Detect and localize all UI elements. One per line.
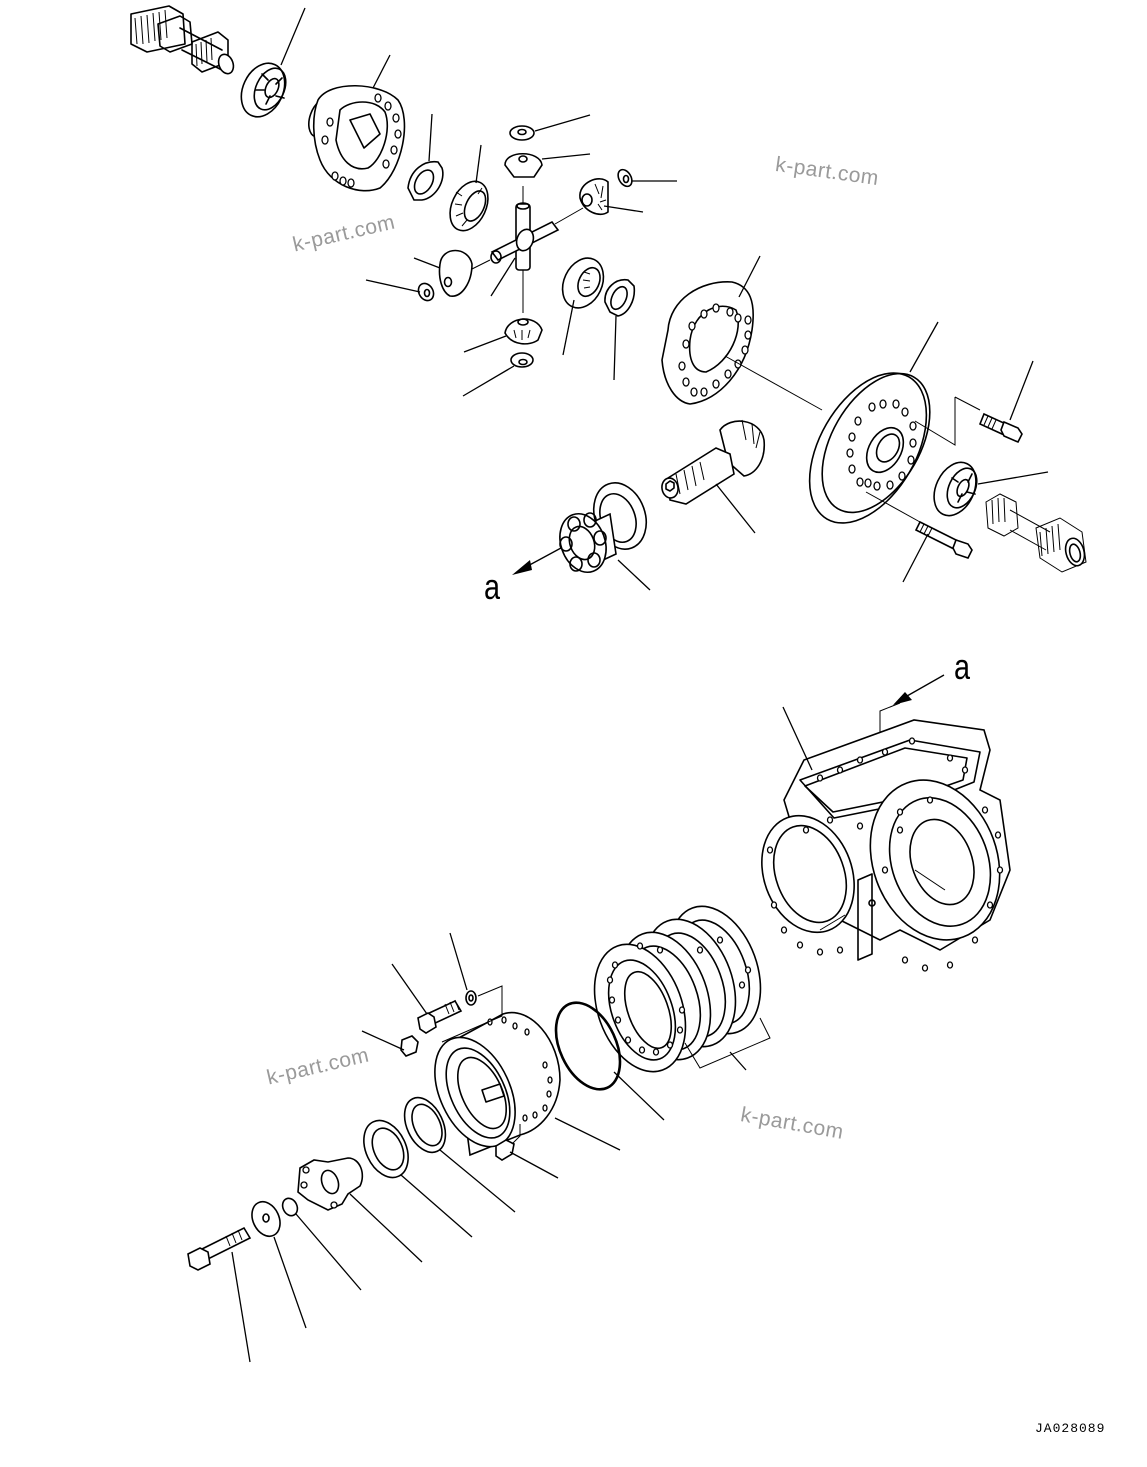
bearing-outer-race — [403, 1096, 516, 1213]
pinion-thrust-washer-left — [365, 279, 435, 302]
pinion-gear-left — [413, 249, 473, 297]
pinion-gear-right — [579, 178, 644, 216]
oil-seal — [363, 1119, 473, 1238]
differential-case-right — [661, 255, 823, 411]
pinion-thrust-washer-right — [617, 168, 677, 188]
bearing-pair — [559, 482, 651, 591]
splined-axle-shaft-right — [985, 493, 1087, 573]
side-gear-left — [449, 144, 489, 232]
pinion-gear-bottom — [463, 318, 543, 353]
cage-bolt — [391, 963, 463, 1034]
view-reference-label-lower: a — [954, 646, 971, 687]
o-ring — [554, 1001, 665, 1121]
differential-case-left — [308, 54, 406, 192]
ring-gear — [808, 321, 939, 524]
pinion-cage — [434, 1011, 621, 1157]
ring-gear-bolt — [914, 360, 1034, 446]
pinion-thrust-washer-top — [509, 114, 591, 141]
holder-washer — [251, 1200, 307, 1329]
drawing-code: JA028089 — [1035, 1421, 1106, 1436]
pinion-gear-top — [504, 153, 591, 178]
spider-cross-shaft — [469, 186, 584, 313]
tapered-roller-bearing-right — [933, 461, 1049, 517]
flange-bolt — [187, 1226, 252, 1363]
coupling-flange — [297, 1157, 423, 1263]
o-ring-small — [281, 1197, 362, 1291]
lock-washer-right — [604, 278, 636, 381]
splined-axle-shaft-left — [130, 5, 235, 75]
lock-washer-left — [407, 113, 444, 201]
shim-pack — [593, 905, 771, 1073]
axle-housing — [761, 706, 1011, 972]
bevel-pinion-shaft — [661, 419, 766, 534]
cage-washer — [441, 932, 503, 1043]
pinion-thrust-washer-bottom — [462, 352, 534, 397]
tapered-roller-bearing-left — [240, 7, 306, 118]
view-reference-label-upper: a — [484, 566, 501, 607]
case-bolt — [865, 491, 973, 583]
plug-lower — [495, 1124, 559, 1179]
view-reference-arrow-upper — [512, 547, 562, 575]
side-gear-right — [561, 257, 605, 356]
plug-upper — [361, 1030, 419, 1057]
